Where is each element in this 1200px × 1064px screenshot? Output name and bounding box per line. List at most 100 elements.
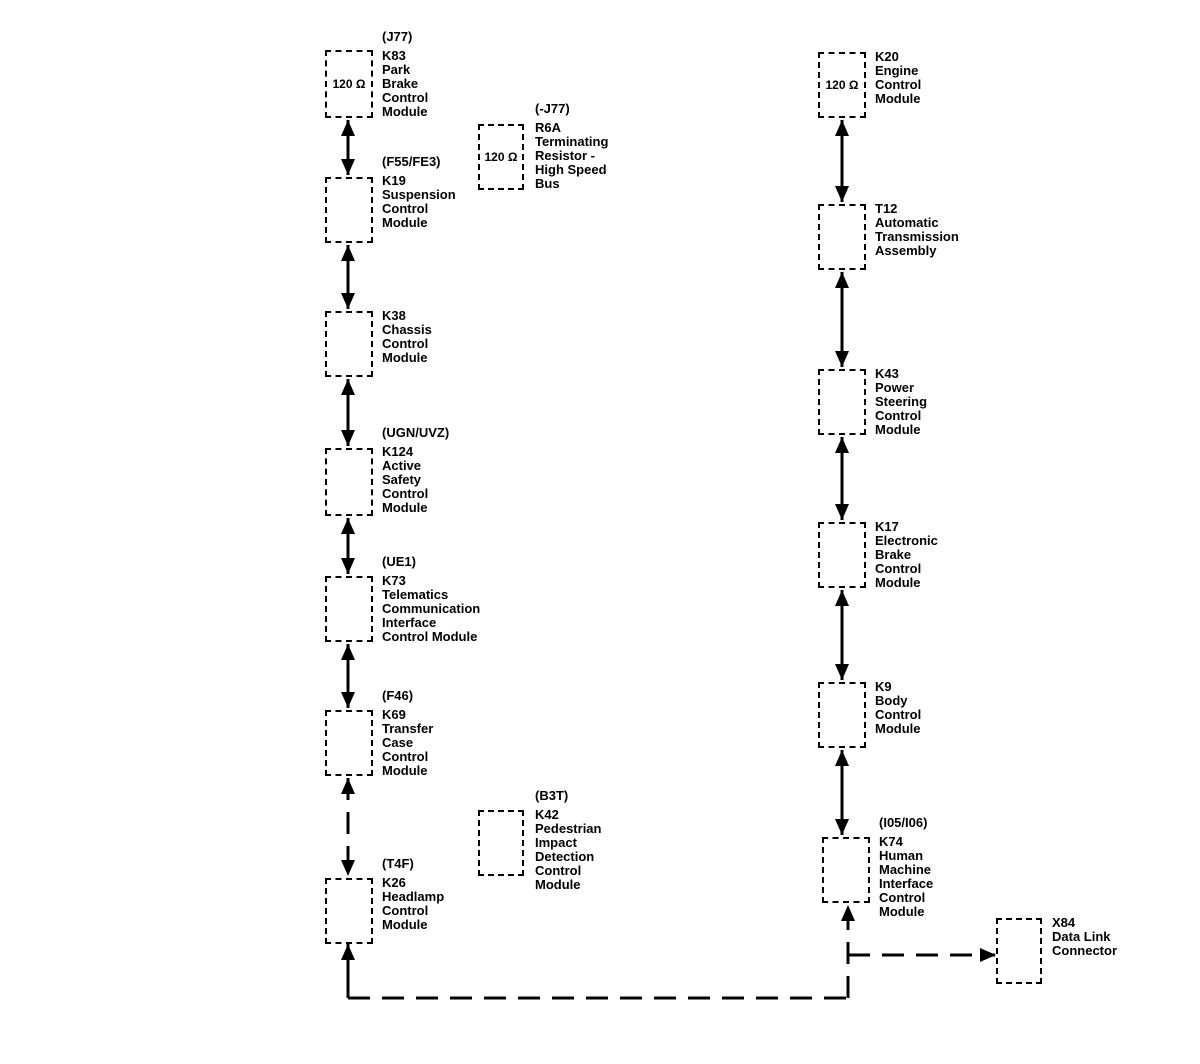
option-code: (F46) [382,688,414,703]
arrow-up [835,437,849,453]
module-name-line: Module [382,350,428,365]
arrow-up [341,778,355,794]
module-name-line: Chassis [382,322,432,337]
module-code: K43 [875,366,899,381]
module-name-line: Control [382,486,429,501]
module-code: K69 [382,707,406,722]
arrow-up [835,750,849,766]
resistor-value-k20: 120 Ω [825,78,859,92]
module-code: K19 [382,173,406,188]
module-box-k74 [822,837,870,903]
module-name-line: Safety [382,472,422,487]
module-name-line: Module [382,104,428,119]
option-code: (-J77) [535,101,570,116]
module-box-k20 [818,52,866,118]
module-name-line: Module [382,500,428,515]
module-name-line: Control [875,561,922,576]
module-box-k19 [325,177,373,243]
module-box-x84 [996,918,1042,984]
module-name-line: Control [382,201,429,216]
arrow-up [835,272,849,288]
module-box-k9 [818,682,866,748]
module-box-k83 [325,50,373,118]
module-name-line: Module [875,422,921,437]
module-name-line: Module [875,91,921,106]
module-code: K38 [382,308,406,323]
module-box-r6a [478,124,524,190]
module-name-line: Automatic [875,215,939,230]
option-code: (UE1) [382,554,416,569]
arrow-up [841,905,855,921]
module-code: R6A [535,120,562,135]
module-code: K26 [382,875,406,890]
module-box-k17 [818,522,866,588]
arrow-up [835,590,849,606]
arrow-down [341,293,355,309]
module-name-line: Power [875,380,915,395]
module-name-line: Module [875,575,921,590]
resistor-value-r6a: 120 Ω [484,150,518,164]
module-code: K42 [535,807,559,822]
arrow-up [341,245,355,261]
module-code: T12 [875,201,898,216]
arrow-down [835,186,849,202]
module-name-line: Control [382,749,429,764]
module-name-line: Pedestrian [535,821,602,836]
module-name-line: Human [879,848,924,863]
module-name-line: Module [382,917,428,932]
module-name-line: Engine [875,63,919,78]
module-name-line: Module [382,763,428,778]
module-code: K20 [875,49,899,64]
module-code: X84 [1052,915,1076,930]
module-name-line: Control Module [382,629,478,644]
option-code: (B3T) [535,788,569,803]
arrow-down [341,430,355,446]
module-name-line: Electronic [875,533,938,548]
arrow-up [835,120,849,136]
arrow-up [341,644,355,660]
module-name-line: Transfer [382,721,434,736]
module-name-line: Communication [382,601,481,616]
module-name-line: Control [875,77,922,92]
module-name-line: Transmission [875,229,959,244]
arrow-down [835,819,849,835]
option-code: (T4F) [382,856,414,871]
module-name-line: Control [875,707,922,722]
module-box-k124 [325,448,373,516]
arrow-down [835,504,849,520]
module-box-k38 [325,311,373,377]
option-code: (J77) [382,29,413,44]
module-name-line: Module [879,904,925,919]
arrow-down [341,558,355,574]
arrow-down [835,664,849,680]
module-name-line: Brake [382,76,419,91]
module-name-line: Bus [535,176,560,191]
module-name-line: Resistor - [535,148,595,163]
module-code: K74 [879,834,903,849]
arrow-down [341,692,355,708]
arrow-down [835,351,849,367]
module-name-line: Control [535,863,582,878]
module-code: K9 [875,679,892,694]
module-name-line: Module [382,215,428,230]
arrow-up [341,379,355,395]
module-name-line: Headlamp [382,889,445,904]
module-box-k43 [818,369,866,435]
module-code: K83 [382,48,406,63]
module-code: K73 [382,573,406,588]
